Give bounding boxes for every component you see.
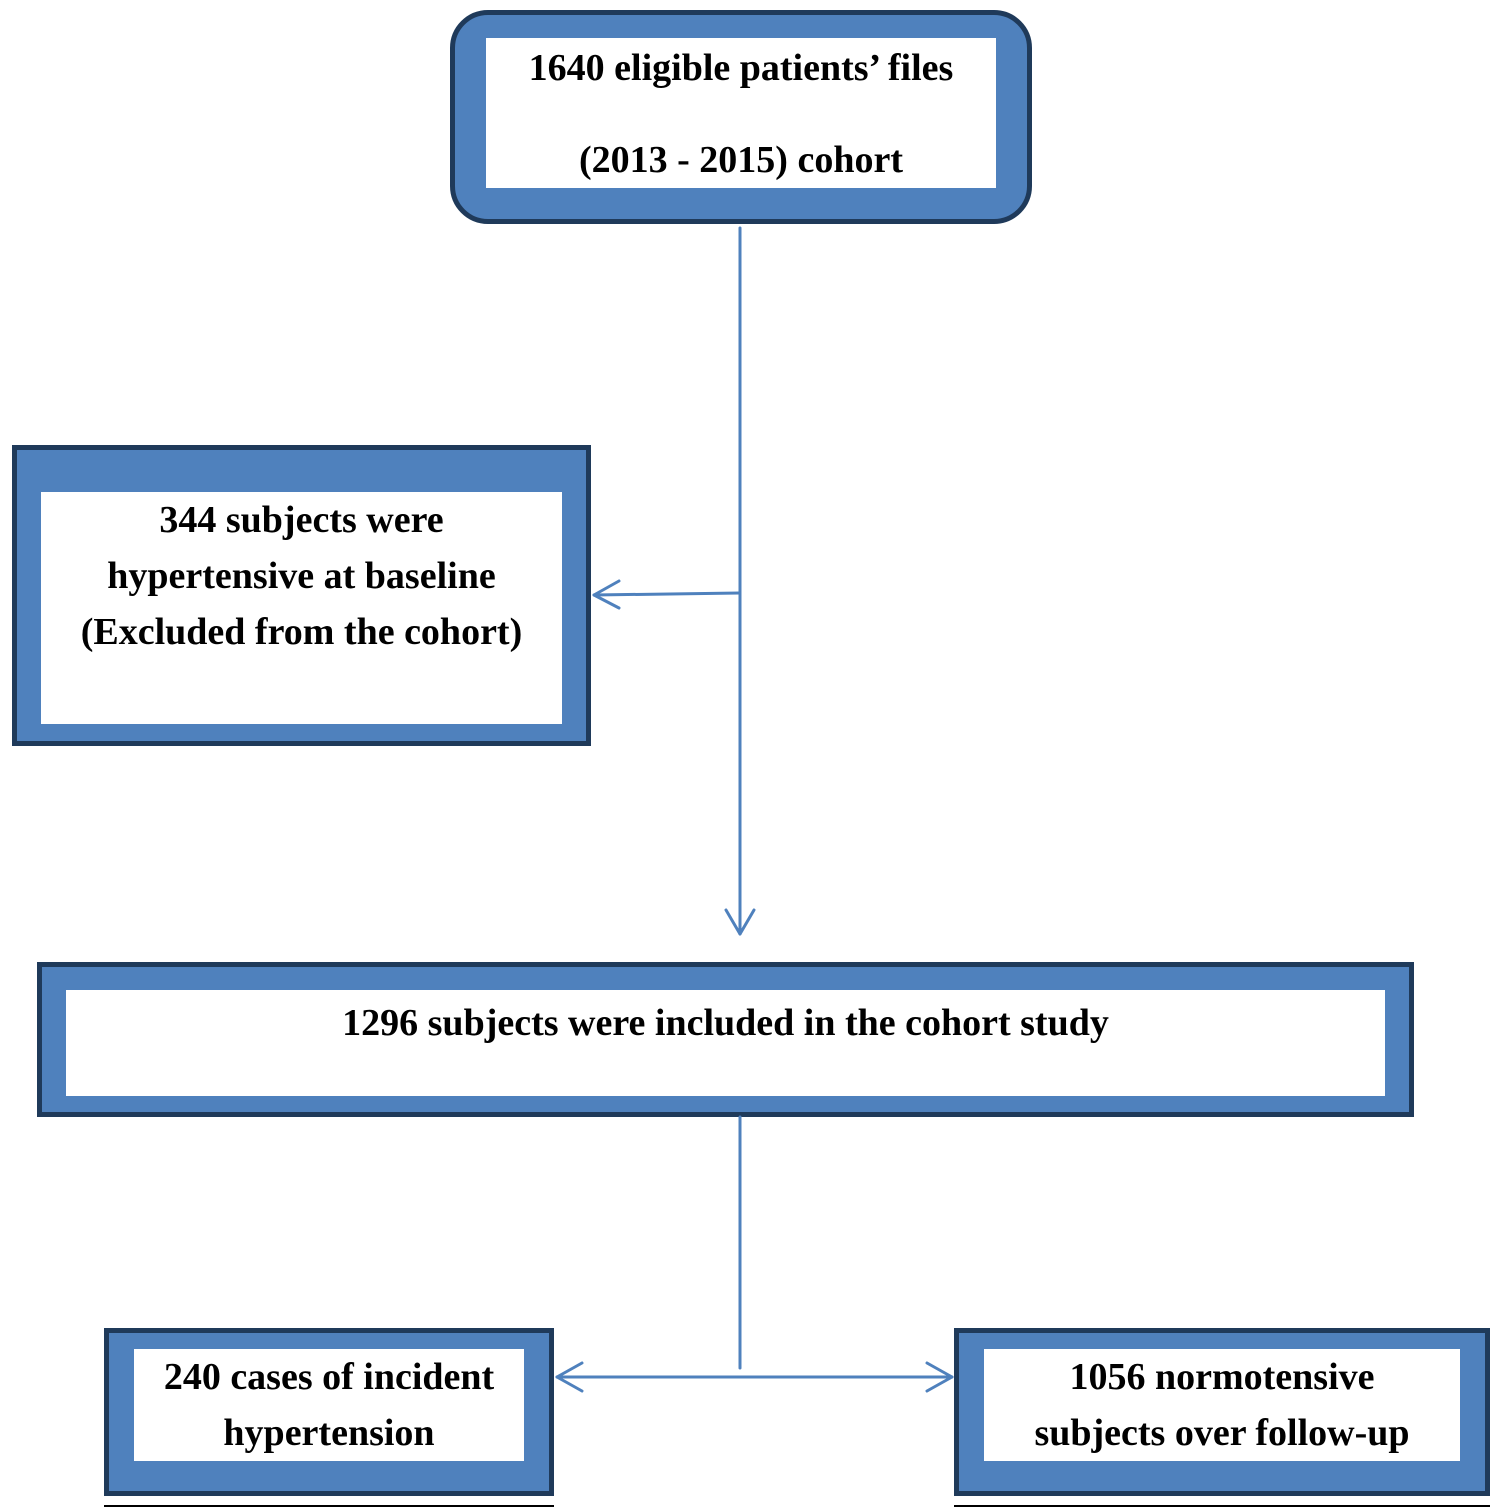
eligible-line-2: (2013 - 2015) cohort (579, 139, 903, 181)
node-eligible-files: 1640 eligible patients’ files (2013 - 20… (450, 10, 1032, 224)
node-incident-label: 240 cases of incident hypertension (134, 1349, 524, 1461)
normotensive-line-1: 1056 normotensive (1069, 1356, 1375, 1398)
normotensive-line-2: subjects over follow-up (1034, 1412, 1410, 1454)
arrowhead-to-excluded (592, 579, 621, 610)
arrowhead-to-normotensive (925, 1361, 954, 1393)
excluded-line-1: 344 subjects were (159, 499, 444, 541)
arrowhead-to-incident (555, 1361, 584, 1393)
node-eligible-files-label: 1640 eligible patients’ files (2013 - 20… (486, 38, 996, 188)
node-normotensive-followup: 1056 normotensive subjects over follow-u… (954, 1328, 1490, 1496)
incident-line-1: 240 cases of incident (163, 1356, 495, 1398)
node-excluded-hypertensive: 344 subjects were hypertensive at baseli… (12, 445, 591, 746)
eligible-line-1: 1640 eligible patients’ files (528, 47, 954, 89)
arrowhead-to-included (724, 908, 756, 936)
connector-to-excluded (592, 591, 742, 597)
bottom-rule-right (954, 1505, 1490, 1507)
node-normotensive-label: 1056 normotensive subjects over follow-u… (984, 1349, 1460, 1461)
bottom-rule-left (104, 1505, 554, 1507)
incident-line-2: hypertension (223, 1412, 435, 1454)
node-incident-hypertension: 240 cases of incident hypertension (104, 1328, 554, 1496)
node-included-cohort: 1296 subjects were included in the cohor… (37, 962, 1414, 1117)
node-excluded-label: 344 subjects were hypertensive at baseli… (41, 492, 562, 724)
excluded-line-2: hypertensive at baseline (107, 555, 496, 597)
included-line-1: 1296 subjects were included in the cohor… (342, 1002, 1109, 1044)
node-included-label: 1296 subjects were included in the cohor… (66, 990, 1385, 1096)
excluded-line-3: (Excluded from the cohort) (80, 611, 523, 653)
